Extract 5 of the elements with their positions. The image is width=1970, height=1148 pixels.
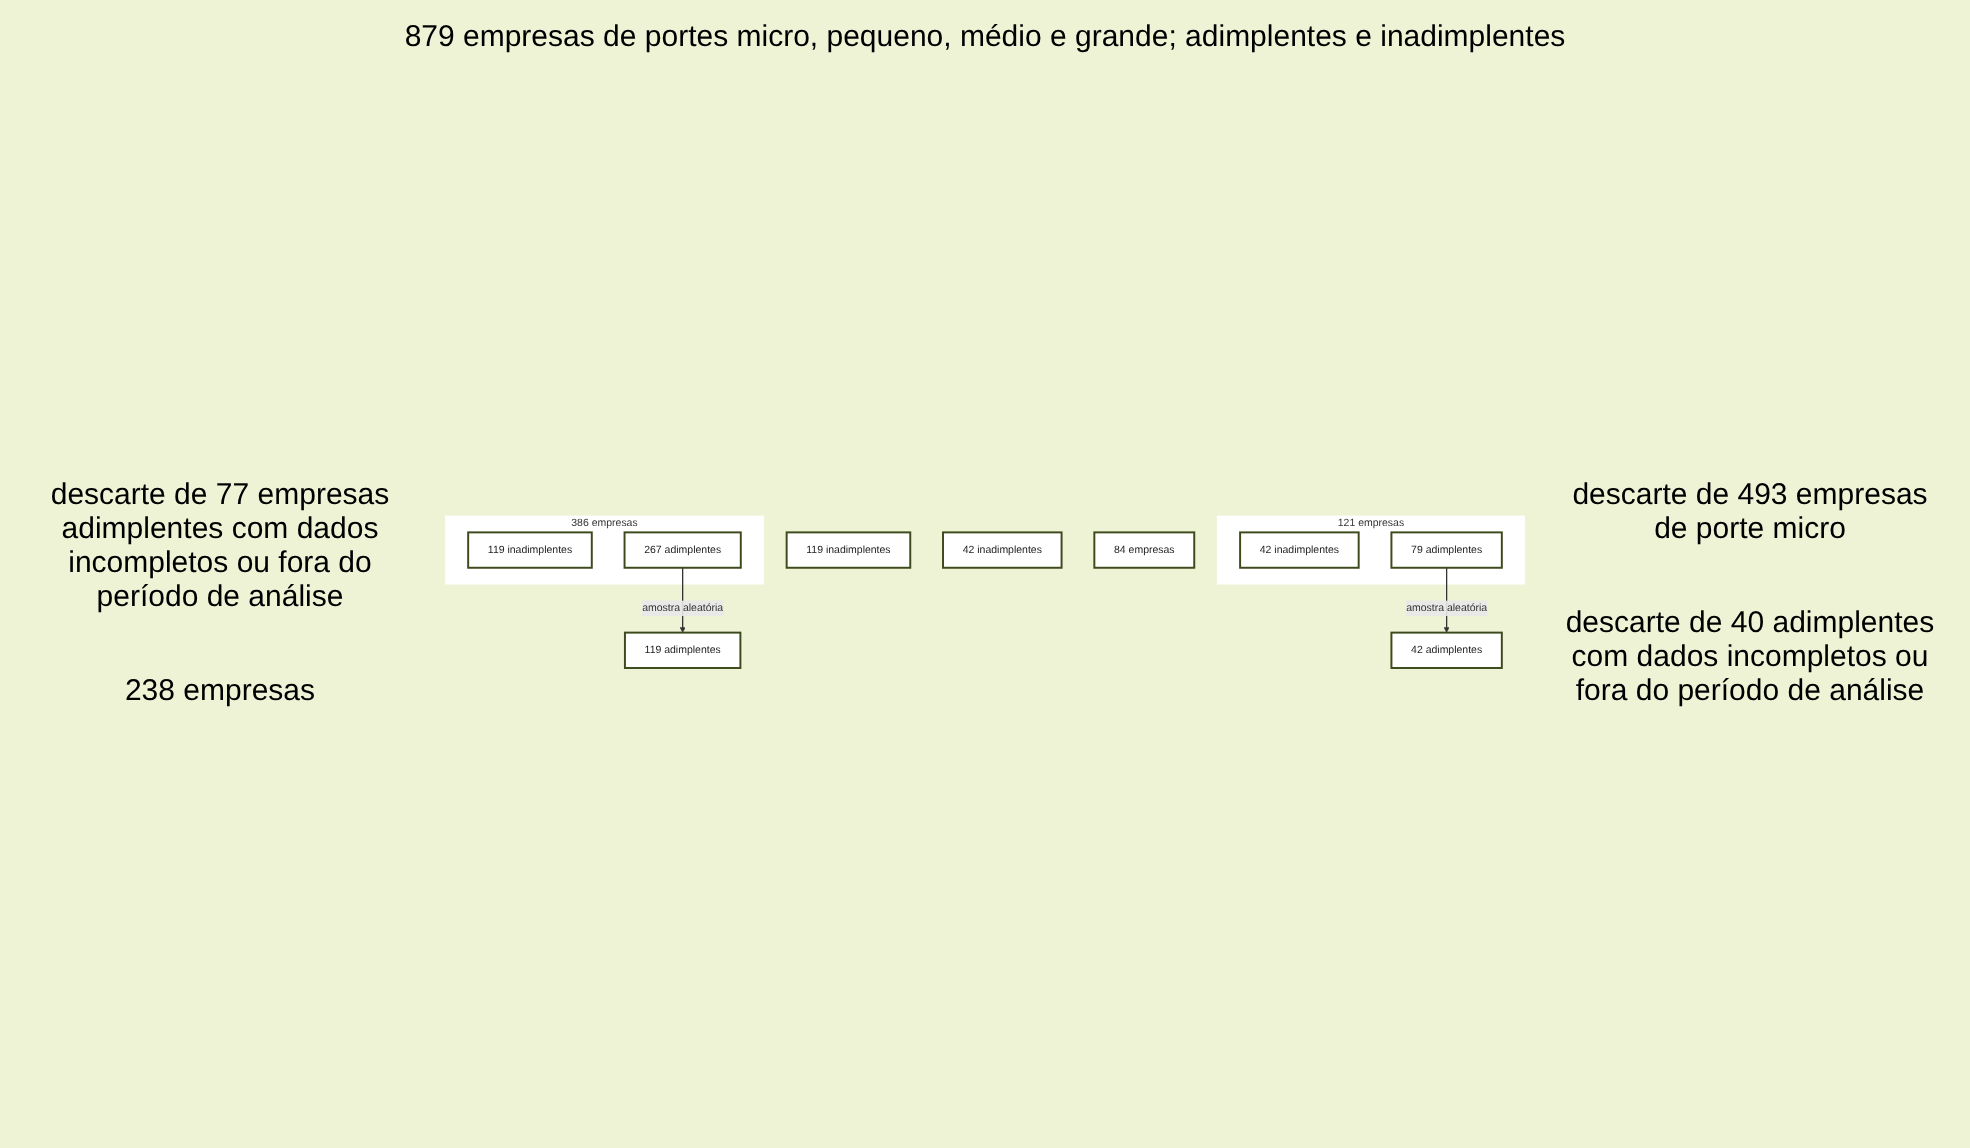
annotation-text: descarte de 40 adimplentes com dados incompletos ou fora do período de análise [1563,605,1937,707]
annotation-text: 238 empresas [122,673,318,707]
annotation-text: descarte de 77 empresas adimplentes com dados incompletos ou fora do período de análise [48,477,392,613]
diagram-title: 879 empresas de portes micro, pequeno, médio e grande; adimplentes e inadimplentes [402,18,1568,58]
annotation-text: descarte de 493 empresas de porte micro [1570,477,1930,545]
